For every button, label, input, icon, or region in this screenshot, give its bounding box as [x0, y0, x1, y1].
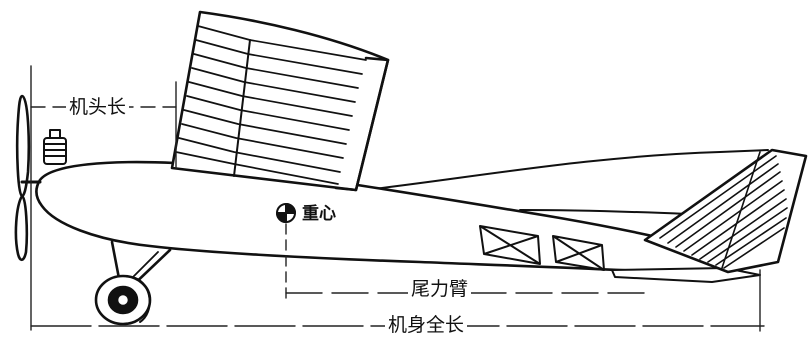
horizontal-stabilizer [611, 267, 761, 283]
far-wing-outline [364, 149, 769, 191]
total-length-label: 机身全长 [385, 314, 468, 336]
far-wing-underside [519, 209, 689, 215]
cg-symbol [276, 203, 296, 223]
fuselage-window-2 [552, 235, 605, 271]
wing-ribs [175, 25, 367, 185]
landing-gear [94, 240, 172, 326]
tail-arm-label: 尾力臂 [408, 278, 472, 300]
fuselage [35, 160, 732, 278]
center-of-gravity-label: 重心 [302, 204, 336, 224]
engine [43, 129, 67, 165]
propeller [14, 94, 42, 262]
nose-length-label: 机头长 [66, 96, 130, 118]
fuselage-window-1 [479, 225, 541, 265]
fin-ribs [659, 151, 788, 269]
wing-edge [334, 56, 390, 192]
